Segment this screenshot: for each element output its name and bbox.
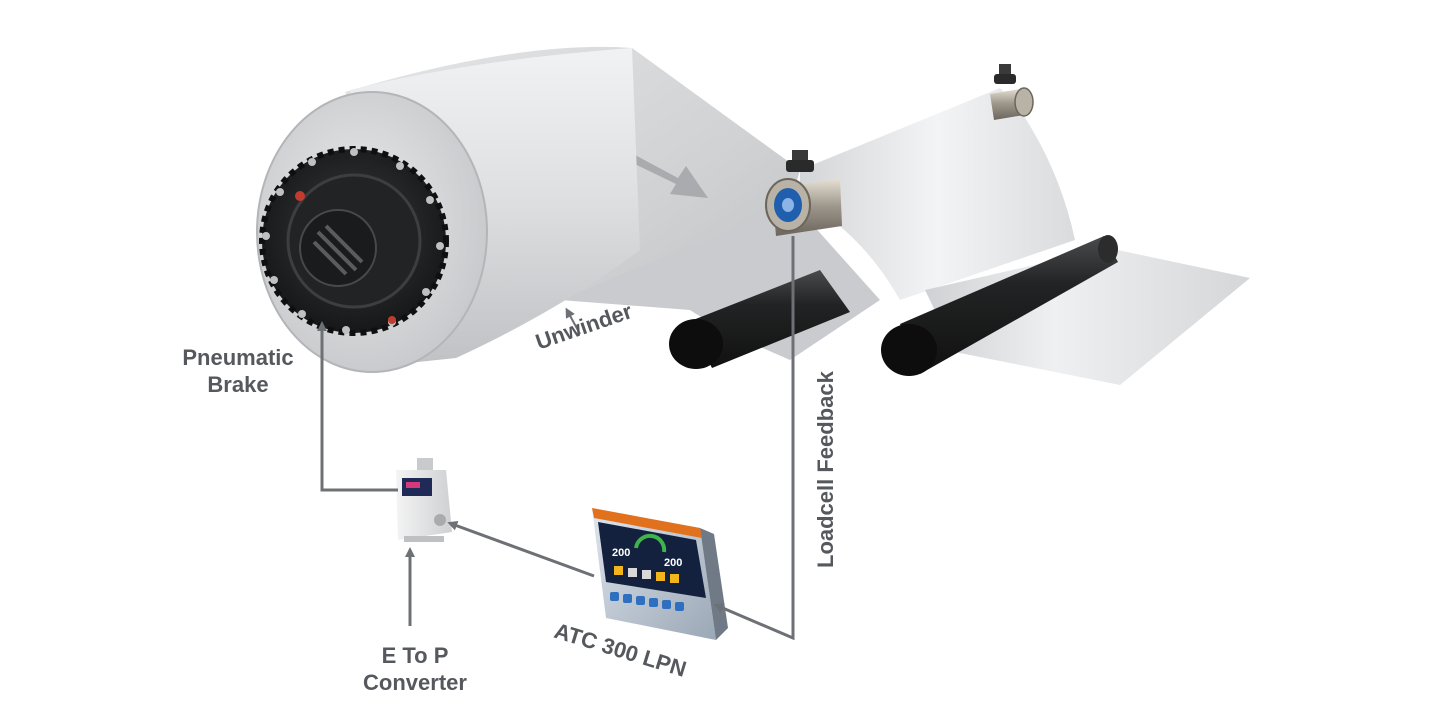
unwinder-pointer-line — [565, 307, 581, 335]
controller-readout-left: 200 — [612, 547, 630, 559]
flow-direction-arrow-icon — [616, 147, 708, 198]
top-loadcell-roller — [990, 64, 1034, 120]
loadcell-to-controller-line — [713, 236, 795, 641]
label-e-to-p-line1: E To P — [381, 643, 449, 668]
atc-controller-device: 200 200 — [592, 508, 728, 640]
idler-roller-1 — [669, 270, 850, 369]
loadcell-roller — [765, 150, 842, 236]
idler-roller-2 — [881, 235, 1118, 376]
signal-lines — [317, 236, 795, 641]
controller-readout-right: 200 — [664, 557, 682, 569]
eto-p-to-brake-line — [317, 321, 398, 492]
controller-to-etop-line — [447, 521, 595, 578]
label-e-to-p-line2: Converter — [363, 670, 467, 695]
e-to-p-converter-device — [396, 458, 452, 542]
label-pneumatic-brake-line2: Brake — [207, 372, 269, 397]
pneumatic-brake — [259, 146, 449, 336]
label-pneumatic-brake-line1: Pneumatic — [182, 345, 294, 370]
label-loadcell-feedback: Loadcell Feedback — [813, 371, 838, 568]
label-pneumatic-brake: Pneumatic Brake — [178, 344, 298, 398]
label-e-to-p-converter: E To P Converter — [350, 642, 480, 696]
